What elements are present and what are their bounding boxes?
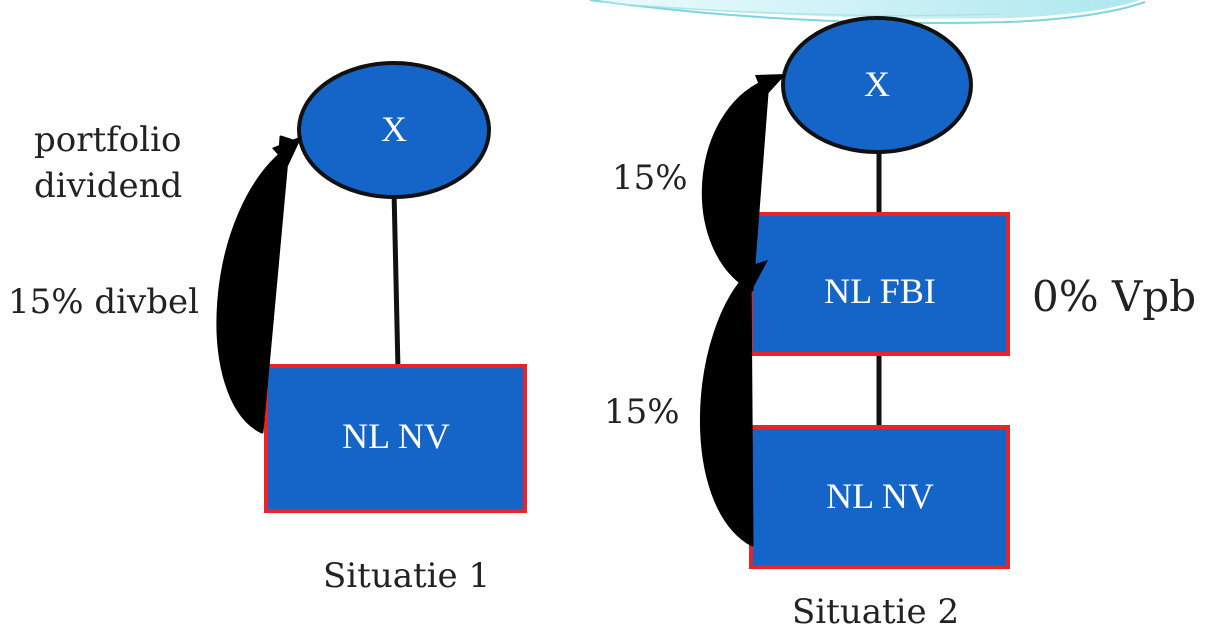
s2-label-upper-pct: 15% [612,158,688,198]
s1-node-x-ellipse [297,61,491,199]
s2-node-nlnv-label: NL NV [826,476,934,516]
s2-node-x-ellipse [781,16,973,154]
s1-node-x-label: X [381,109,407,149]
s1-node-nlnv-label: NL NV [342,416,450,456]
s1-label-divbel: 15% divbel [8,282,199,322]
s2-caption: Situatie 2 [792,592,960,632]
s2-label-vpb: 0% Vpb [1032,272,1197,321]
s2-node-nlfbi-label: NL FBI [824,271,936,311]
s1-label-portfolio: portfolio [34,120,182,160]
s1-label-dividend: dividend [34,166,183,206]
s2-label-lower-pct: 15% [604,392,680,432]
s1-caption: Situatie 1 [323,556,491,596]
s2-node-nlfbi-rect [749,212,1010,356]
s2-upper-arrow [701,74,786,292]
s2-node-x-label: X [864,64,890,104]
s1-node-nlnv-rect [264,364,527,513]
s2-lower-arrow [699,260,768,547]
s1-connector-line [391,189,401,371]
s1-dividend-arrow [216,135,302,434]
header-wave-decoration [589,0,1146,25]
